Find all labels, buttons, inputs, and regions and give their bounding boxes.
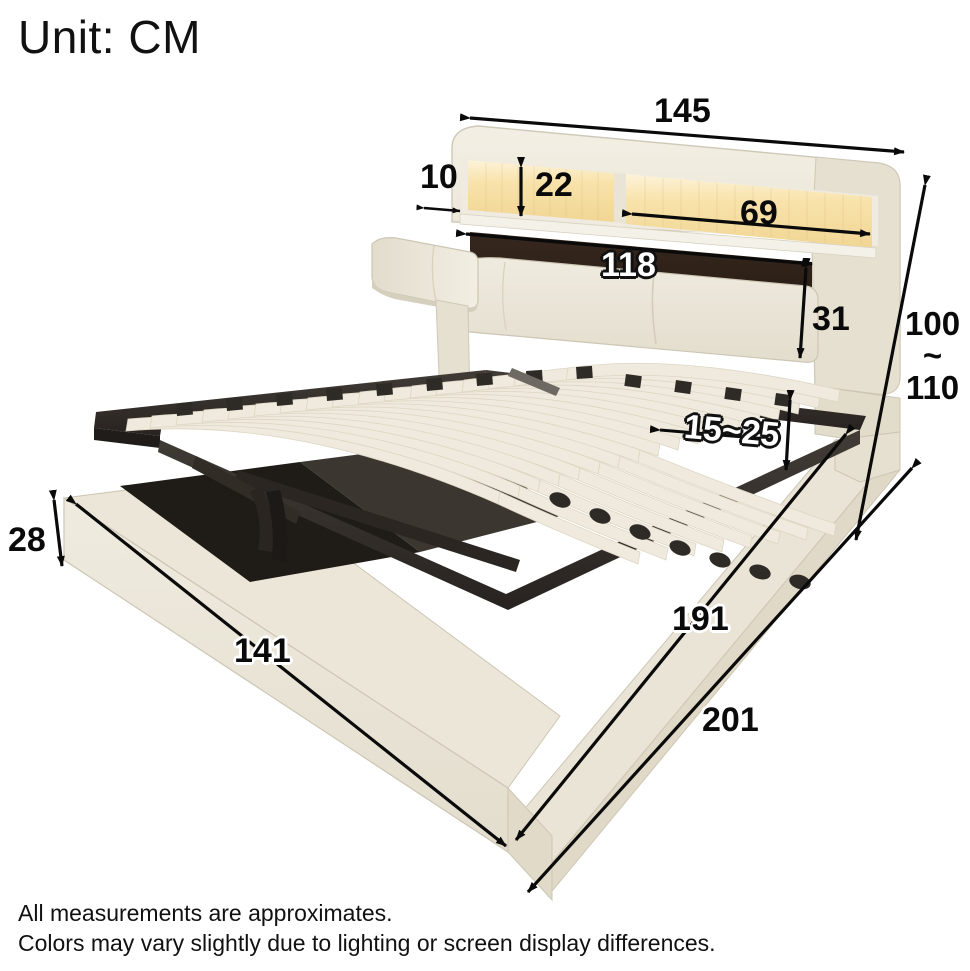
- slat-frame-left-rail-edge: [94, 428, 160, 448]
- height-max-label: 110: [905, 369, 960, 406]
- dimension-label-201: 201: [702, 701, 759, 739]
- disclaimer-line-2: Colors may vary slightly due to lighting…: [18, 930, 716, 956]
- dimline-28: [48, 489, 65, 567]
- cushion-seam-2: [502, 261, 507, 331]
- dimline-31: [796, 257, 811, 359]
- dimline-141: [65, 494, 507, 848]
- dimension-label-15-25: 15~25: [682, 407, 782, 455]
- led-niche-left: [468, 160, 614, 222]
- dimension-label-100-110: 100 ~ 110: [905, 305, 961, 406]
- headboard-wing: [371, 237, 479, 309]
- dimension-lines: [48, 113, 931, 894]
- dimension-label-118: 118: [601, 246, 656, 284]
- dimension-label-145: 145: [654, 92, 711, 130]
- dimension-label-22: 22: [535, 166, 573, 204]
- dimension-label-28: 28: [8, 521, 46, 559]
- wing-seam: [431, 245, 437, 303]
- gas-strut: [508, 368, 560, 396]
- dimline-69: [621, 209, 871, 238]
- cushion-seam: [651, 273, 657, 345]
- dimension-label-31: 31: [812, 300, 850, 338]
- dimension-label-10: 10: [420, 158, 458, 196]
- dimension-label-191: 191: [672, 600, 729, 638]
- dimension-label-141: 141: [234, 632, 291, 670]
- dimline-118: [455, 229, 813, 268]
- disclaimer-notes: All measurements are approximates. Color…: [18, 898, 716, 958]
- page-title: Unit: CM: [18, 11, 201, 63]
- dimension-label-69: 69: [740, 194, 778, 232]
- dimline-201: [526, 457, 922, 894]
- height-range-tilde: ~: [922, 337, 943, 374]
- height-min-label: 100: [905, 305, 961, 342]
- dimline-10: [416, 204, 461, 214]
- dimline-145: [459, 113, 905, 156]
- disclaimer-line-1: All measurements are approximates.: [18, 900, 393, 926]
- shelf-divider: [614, 173, 626, 224]
